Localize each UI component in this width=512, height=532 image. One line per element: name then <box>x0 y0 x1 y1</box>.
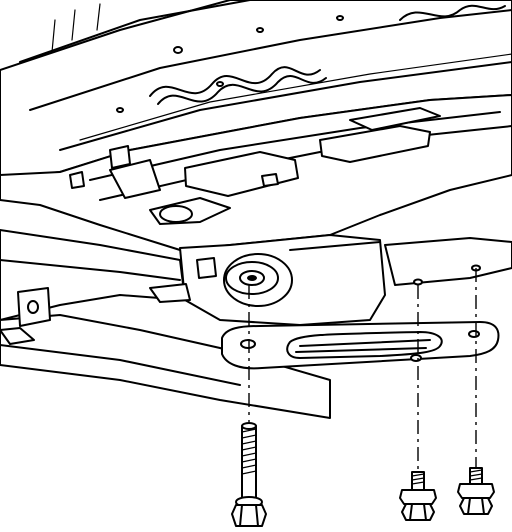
short-bolt-2 <box>457 467 495 515</box>
mounting-plate <box>221 321 500 370</box>
short-bolt-1 <box>399 471 437 521</box>
long-bolt <box>231 422 267 527</box>
lower-structure <box>0 229 512 419</box>
bushing <box>223 253 293 307</box>
center-lines <box>248 268 477 475</box>
crossmember <box>0 94 512 251</box>
